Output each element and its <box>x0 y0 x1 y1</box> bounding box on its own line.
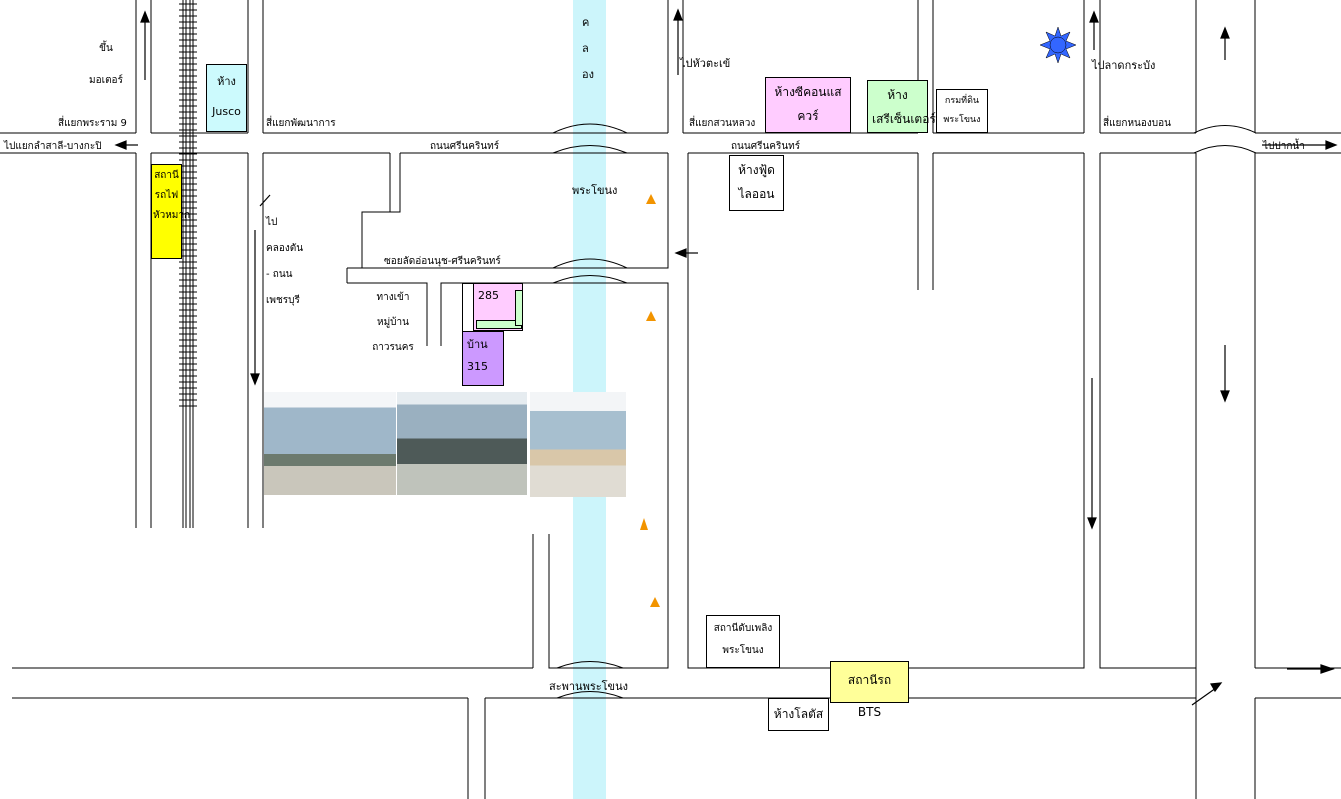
label-nongbon: สี่แยกหนองบอน <box>1103 118 1171 129</box>
photo-building-2 <box>397 392 527 495</box>
traffic-cone-icon <box>646 311 656 321</box>
label-suanluang: สี่แยกสวนหลวง <box>689 118 756 129</box>
label-srinakarin-left: ถนนศรีนครินทร์ <box>430 141 500 152</box>
railway <box>182 0 194 528</box>
fire-station: สถานีดับเพลิงพระโขนง <box>706 615 780 668</box>
label-canal-name: พระโขนง <box>572 184 618 197</box>
bts-station: สถานีรถ BTS <box>830 661 909 719</box>
photo-building-3 <box>530 392 626 497</box>
label-to-latkrabang: ไปลาดกระบัง <box>1092 59 1156 72</box>
hua-mak-train-station: สถานีรถไฟหัวหมาก <box>151 164 190 259</box>
label-to-klongton: ไปคลองตัน - ถนนเพชรบุรี <box>266 217 304 306</box>
traffic-cone-icon <box>650 597 660 607</box>
label-pattanakarn: สี่แยกพัฒนาการ <box>266 118 336 129</box>
house-315: บ้าน 315 <box>462 331 504 386</box>
label-village-entrance: ทางเข้าหมู่บ้านถาวรนคร <box>372 292 414 353</box>
house-285-annex-side <box>515 290 523 326</box>
serie-center: ห้างเสรีเซ็นเตอร์ <box>867 80 936 133</box>
label-motorway: ขึ้นมอเตอร์ <box>89 43 123 86</box>
label-lamsali: ไปแยกลำสาลี-บางกะปิ <box>4 141 102 152</box>
sun-icon <box>1040 27 1076 63</box>
house-285-frame <box>462 283 474 333</box>
label-srinakarin-right: ถนนศรีนครินทร์ <box>731 141 801 152</box>
jusco-mall: ห้าง Jusco <box>206 64 247 132</box>
label-bridge: สะพานพระโขนง <box>549 680 628 693</box>
traffic-cone-icon <box>640 518 648 530</box>
label-soi: ซอยลัดอ่อนนุช-ศรีนครินทร์ <box>384 256 501 267</box>
photo-building-1 <box>264 392 396 495</box>
traffic-cone-icon <box>646 194 656 204</box>
label-to-paknam: ไปปากน้ำ <box>1263 141 1305 152</box>
seacon-square: ห้างซีคอนแสควร์ <box>765 77 851 133</box>
lotus-mall: ห้างโลตัส <box>768 698 829 731</box>
label-rama9: สี่แยกพระราม 9 <box>58 118 127 129</box>
label-to-huatakhe: ไปหัวตะเข้ <box>680 57 731 70</box>
foodlion: ห้างฟู้ดไลออน <box>729 155 784 211</box>
land-department: กรมที่ดินพระโขนง <box>936 89 988 133</box>
label-canal: คลอง <box>582 16 594 81</box>
